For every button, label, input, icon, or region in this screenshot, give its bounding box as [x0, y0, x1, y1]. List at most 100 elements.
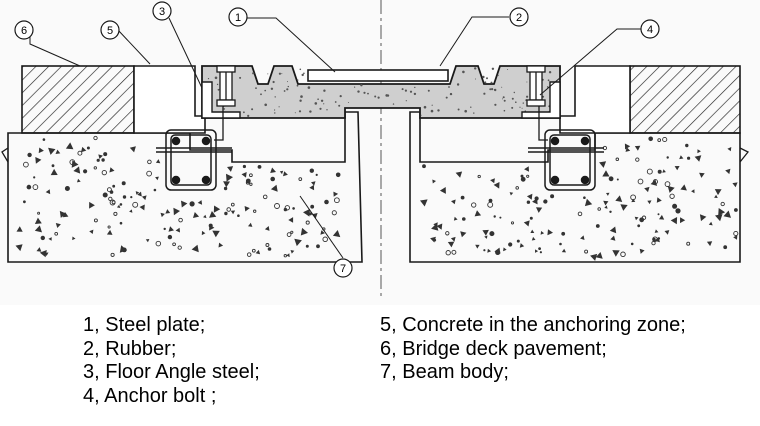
aggregate-dot — [685, 143, 689, 148]
aggregate-dot — [657, 138, 662, 142]
aggregate-dot — [112, 184, 116, 188]
aggregate-dot — [577, 211, 583, 217]
aggregate-dot — [316, 244, 320, 249]
aggregate-stone — [475, 244, 480, 249]
rubber-speck — [521, 107, 523, 109]
aggregate-stone — [35, 157, 42, 164]
aggregate-stone — [706, 241, 713, 247]
aggregate-stone — [634, 145, 641, 151]
anchoring-concrete-left — [133, 65, 206, 134]
aggregate-stone — [494, 247, 501, 254]
aggregate-dot — [422, 164, 426, 169]
aggregate-dot — [616, 178, 619, 181]
aggregate-dot — [245, 178, 251, 184]
rubber-speck — [323, 89, 326, 92]
aggregate-stone — [181, 200, 188, 208]
aggregate-dot — [122, 195, 127, 199]
aggregate-stone — [270, 167, 276, 173]
rubber-speck — [449, 92, 453, 96]
rubber-speck — [464, 109, 468, 113]
aggregate-dot — [664, 181, 671, 187]
aggregate-dot — [163, 227, 166, 231]
aggregate-stone — [723, 210, 731, 218]
aggregate-dot — [657, 237, 661, 240]
callout-5: 5 — [100, 20, 120, 40]
aggregate-stone — [715, 214, 723, 222]
concrete-aggregate-left — [15, 135, 341, 258]
aggregate-stone — [439, 187, 446, 194]
rubber-speck — [296, 84, 299, 87]
aggregate-stone — [436, 223, 443, 230]
aggregate-dot — [83, 169, 88, 174]
aggregate-stone — [209, 211, 217, 218]
aggregate-dot — [335, 172, 341, 178]
aggregate-dot — [113, 211, 118, 216]
aggregate-stone — [535, 249, 539, 253]
aggregate-stone — [727, 147, 732, 152]
aggregate-dot — [251, 248, 256, 253]
rubber-speck — [404, 89, 407, 92]
aggregate-dot — [669, 193, 675, 199]
aggregate-stone — [697, 149, 701, 154]
aggregate-stone — [288, 217, 294, 223]
aggregate-dot — [538, 247, 541, 251]
aggregate-dot — [33, 176, 36, 179]
rubber-speck — [260, 93, 262, 96]
aggregate-dot — [267, 247, 272, 251]
aggregate-stone — [654, 229, 659, 233]
aggregate-dot — [283, 207, 288, 212]
aggregate-dot — [110, 252, 115, 257]
aggregate-stone — [664, 230, 670, 235]
aggregate-stone — [135, 191, 140, 195]
aggregate-dot — [584, 249, 589, 254]
aggregate-dot — [86, 146, 90, 150]
aggregate-stone — [34, 217, 42, 224]
aggregate-stone — [455, 171, 463, 178]
aggregate-stone — [50, 168, 58, 176]
aggregate-stone — [453, 216, 458, 221]
aggregate-dot — [648, 136, 653, 142]
aggregate-dot — [102, 192, 108, 198]
aggregate-dot — [686, 241, 691, 246]
aggregate-dot — [64, 186, 70, 191]
rubber-speck — [223, 108, 226, 110]
rubber-speck — [338, 104, 341, 107]
concrete-aggregate-right — [420, 136, 739, 261]
aggregate-dot — [559, 242, 562, 246]
aggregate-dot — [42, 138, 46, 141]
aggregate-stone — [248, 222, 253, 227]
rubber-speck — [300, 95, 303, 98]
aggregate-dot — [331, 210, 337, 216]
aggregate-dot — [155, 240, 162, 247]
aggregate-dot — [224, 211, 228, 216]
aggregate-dot — [23, 161, 29, 168]
aggregate-dot — [675, 208, 681, 214]
aggregate-dot — [310, 204, 315, 209]
aggregate-stone — [139, 204, 145, 211]
rubber-speck — [519, 106, 521, 108]
rubber-speck — [503, 99, 506, 102]
aggregate-dot — [309, 168, 314, 173]
rubber-speck — [502, 96, 505, 99]
aggregate-dot — [526, 174, 530, 178]
rubber-speck — [456, 83, 460, 86]
aggregate-stone — [674, 166, 680, 171]
steel-plate — [307, 69, 449, 82]
aggregate-stone — [610, 235, 616, 241]
aggregate-dot — [121, 181, 126, 186]
aggregate-stone — [333, 191, 339, 197]
aggregate-dot — [734, 208, 738, 212]
aggregate-dot — [477, 174, 481, 179]
rubber-speck — [526, 81, 528, 83]
aggregate-dot — [651, 240, 656, 246]
aggregate-dot — [32, 184, 39, 190]
rubber-speck — [430, 109, 434, 113]
aggregate-stone — [634, 216, 639, 221]
rubber-speck — [491, 67, 495, 71]
rubber-speck — [462, 70, 465, 74]
rubber-speck — [513, 91, 515, 94]
aggregate-dot — [167, 234, 173, 240]
rubber-speck — [216, 83, 219, 86]
aggregate-dot — [242, 164, 246, 169]
callout-4-label: 4 — [647, 24, 653, 36]
